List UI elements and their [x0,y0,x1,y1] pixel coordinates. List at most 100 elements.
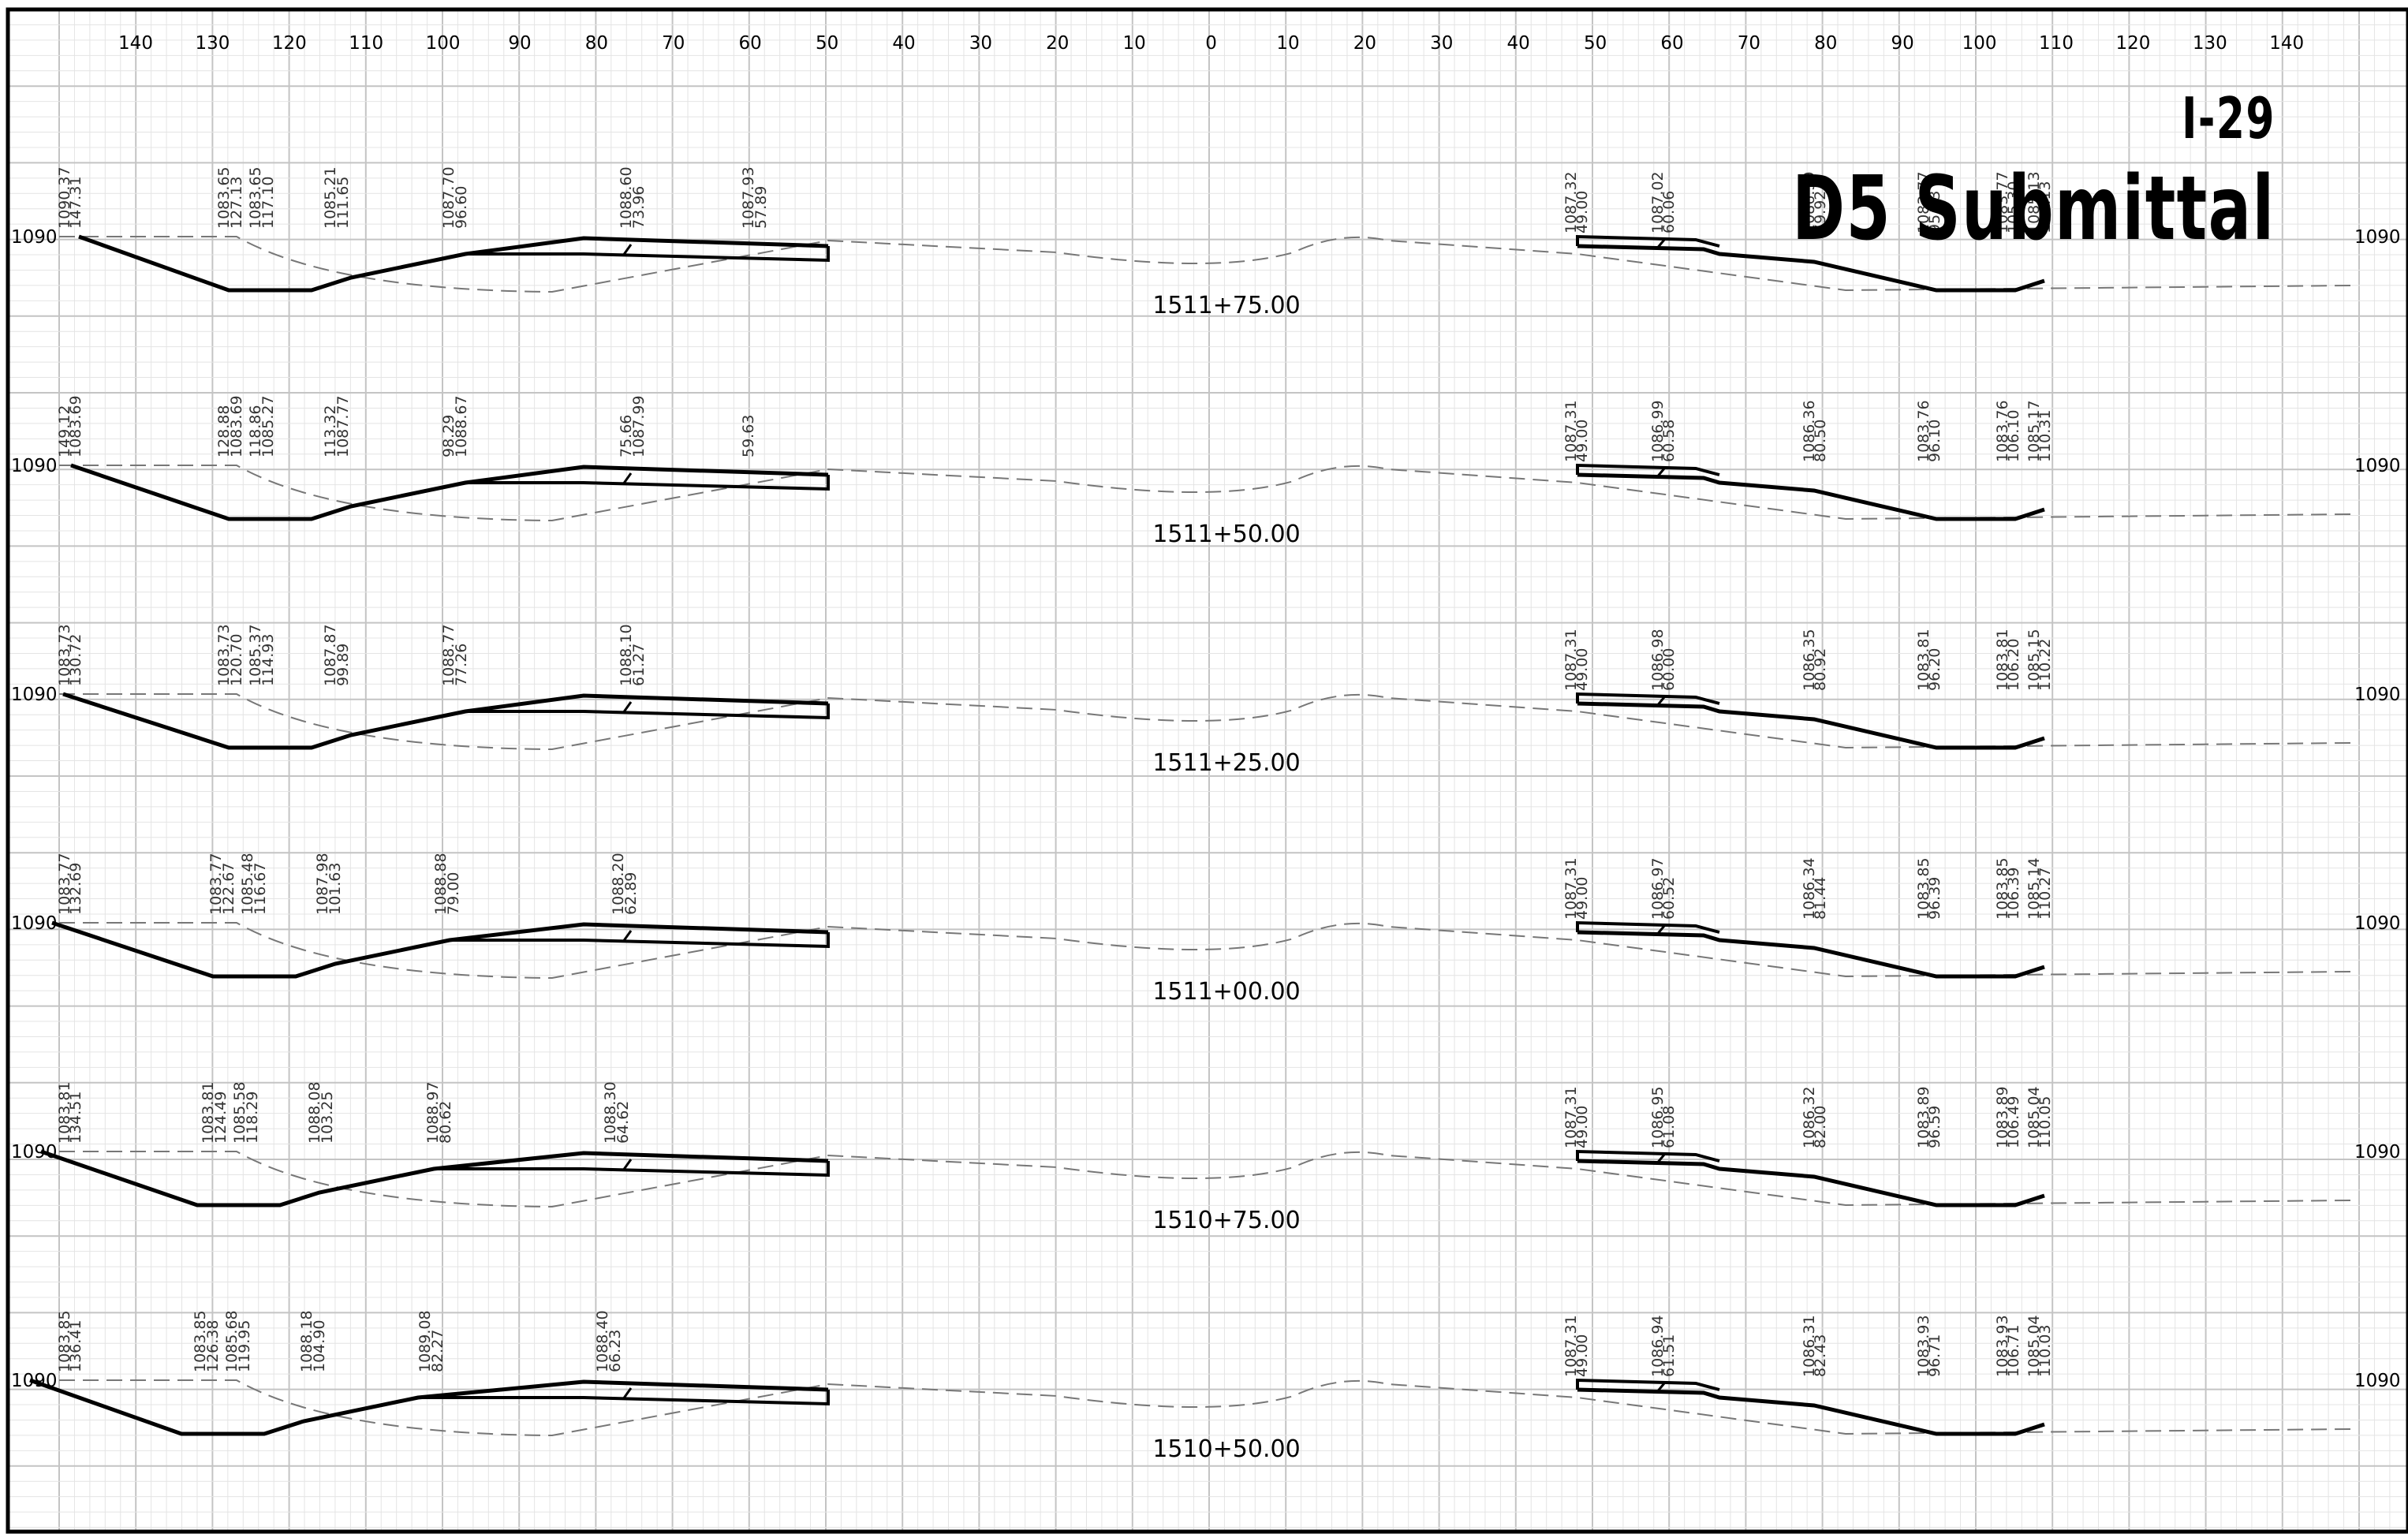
point-label: 1083.69 [228,395,245,457]
axis-tick-label: 20 [1046,33,1069,54]
axis-tick-label: 10 [1276,33,1299,54]
sheet-border [6,7,2408,1534]
point-label: 114.93 [259,634,277,686]
point-label: 103.25 [319,1092,336,1144]
point-label: 1086.39 [1801,171,1818,233]
point-label: 49.00 [1574,877,1591,920]
elevation-label-left: 1090 [11,685,58,705]
axis-tick-label: 120 [272,33,307,54]
point-label: 1085.04 [2025,1086,2043,1148]
point-label: 1085.58 [231,1081,248,1144]
axis-tick-label: 10 [1123,33,1146,54]
point-label: 1083.77 [1994,171,2011,233]
elevation-label-right: 1090 [2354,227,2401,248]
curb-tick [622,472,633,485]
point-label: 1086.35 [1801,629,1818,691]
point-label: 1083.89 [1915,1086,1932,1148]
axis-tick-label: 80 [1814,33,1837,54]
right-pavement-top [1576,920,1720,934]
point-label: 1083.89 [1994,1086,2011,1148]
point-label: 1085.13 [2025,171,2043,233]
right-template-line [1577,472,2045,521]
point-label: 1088.20 [610,853,627,915]
point-label: 1085.04 [2025,1315,2043,1377]
point-label: 95.43 [1926,191,1943,233]
station-label: 1511+75.00 [1152,292,1300,319]
point-label: 1083.73 [215,624,233,686]
right-pavement-top [1576,692,1720,705]
point-label: 96.59 [1926,1106,1943,1148]
point-label: 1085.68 [223,1310,241,1372]
point-label: 105.13 [2037,181,2054,233]
point-label: 62.89 [622,872,640,915]
right-pavement-top [1576,463,1720,476]
left-template-line [40,1149,829,1207]
point-label: 1087.02 [1649,171,1667,233]
point-label: 106.10 [2005,410,2022,462]
point-label: 49.00 [1574,191,1591,233]
axis-tick-label: 130 [2193,33,2227,54]
point-label: 96.60 [453,186,470,229]
point-label: 1083.65 [247,166,264,229]
right-template-line [1577,701,2045,750]
point-label: 1087.99 [630,395,648,457]
point-label: 1088.30 [602,1081,619,1144]
axis-tick-label: 60 [739,33,762,54]
right-template-line [1577,930,2045,979]
right-pavement-top [1576,234,1720,248]
point-label: 1083.85 [192,1310,209,1372]
curb-tick [1655,925,1666,936]
point-label: 1087.32 [1562,171,1580,233]
point-label: 49.00 [1574,420,1591,462]
point-label: 104.90 [311,1320,328,1372]
point-label: 1087.93 [740,166,757,229]
point-label: 1087.77 [334,395,352,457]
axis-tick-label: 90 [1891,33,1914,54]
point-label: 1087.98 [314,853,331,915]
axis-tick-label: 80 [585,33,608,54]
elevation-label-right: 1090 [2354,913,2401,934]
point-label: 80.92 [1812,648,1829,691]
point-label: 59.63 [740,415,757,457]
point-label: 113.32 [322,405,339,457]
point-label: 1086.34 [1801,857,1818,920]
point-label: 82.43 [1812,1334,1829,1377]
point-label: 106.39 [2005,868,2022,920]
point-label: 96.39 [1926,877,1943,920]
point-label: 120.70 [228,634,245,686]
left-pavement-bottom [465,475,830,491]
point-label: 49.00 [1574,1106,1591,1148]
axis-tick-label: 110 [349,33,383,54]
axis-tick-label: 60 [1660,33,1683,54]
point-label: 1088.10 [618,624,635,686]
point-label: 96.10 [1926,420,1943,462]
point-label: 1088.97 [424,1081,442,1144]
point-label: 130.72 [67,634,84,686]
point-label: 1087.87 [322,624,339,686]
point-label: 1086.99 [1649,400,1667,462]
elevation-label-right: 1090 [2354,1371,2401,1391]
elevation-label-right: 1090 [2354,1142,2401,1163]
point-label: 110.03 [2037,1325,2054,1377]
point-label: 1083.76 [1915,400,1932,462]
point-label: 1089.08 [416,1310,434,1372]
curb-tick [1655,239,1666,250]
axis-tick-label: 50 [816,33,838,54]
point-label: 1083.81 [1994,629,2011,691]
point-label: 118.29 [244,1092,261,1144]
point-label: 57.89 [752,186,770,229]
point-label: 122.67 [220,863,237,915]
point-label: 61.27 [630,644,648,686]
point-label: 1083.81 [200,1081,217,1144]
point-label: 119.95 [236,1320,253,1372]
point-label: 1086.32 [1801,1086,1818,1148]
point-label: 66.23 [607,1330,624,1372]
point-label: 106.20 [2005,639,2022,691]
curb-tick [622,244,633,256]
